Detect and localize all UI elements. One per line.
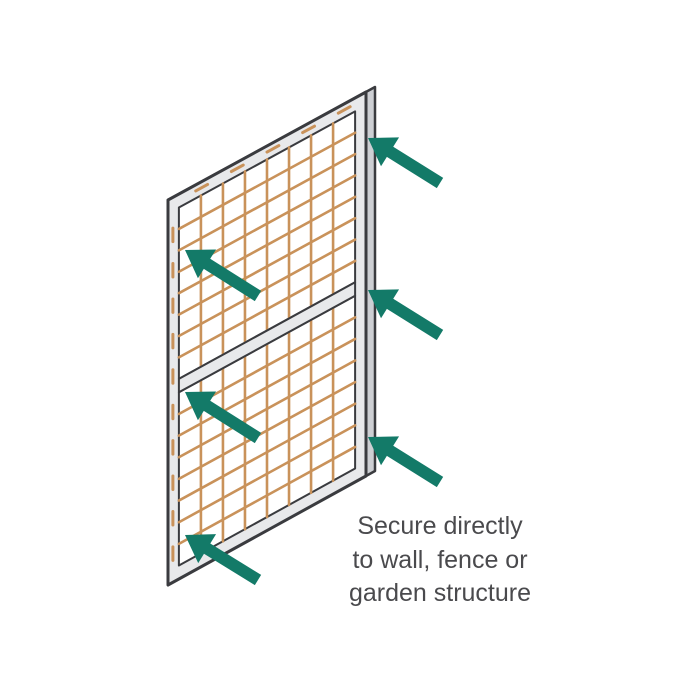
trellis-panel [166,85,377,587]
arrow-pointing-icon [368,137,444,189]
arrow-pointing-icon [368,436,444,488]
mesh-wire-horizontal [177,424,357,524]
mesh-wire-horizontal [177,402,357,502]
mesh-wire-horizontal [177,238,357,338]
caption-line-1: Secure directly [357,512,523,540]
frame-slot [336,105,352,115]
mount-arrows [185,137,444,586]
caption-line-3: garden structure [348,579,532,607]
mesh-wire-horizontal [177,337,357,437]
arrow-pointing-icon [185,249,262,302]
frame-slot [229,163,245,173]
frame-slot [265,144,281,154]
mesh-wire-horizontal [177,259,357,359]
mounting-caption: Secure directly to wall, fence or garden… [300,510,580,611]
frame-slot [194,182,210,193]
mesh-wire-horizontal [177,152,357,252]
mesh-wire-horizontal [177,445,357,546]
arrow-pointing-icon [185,391,262,444]
frame-slot [301,124,317,135]
caption-line-2: to wall, fence or [352,545,528,574]
mesh-wire-horizontal [177,359,357,459]
mesh-wire-horizontal [177,195,357,295]
arrow-pointing-icon [185,534,262,586]
mesh-wire-horizontal [177,216,357,316]
mesh-wire-horizontal [177,131,357,231]
frame-cross-rail [177,281,357,394]
mesh-wire-horizontal [177,380,357,481]
arrow-pointing-icon [368,289,444,341]
